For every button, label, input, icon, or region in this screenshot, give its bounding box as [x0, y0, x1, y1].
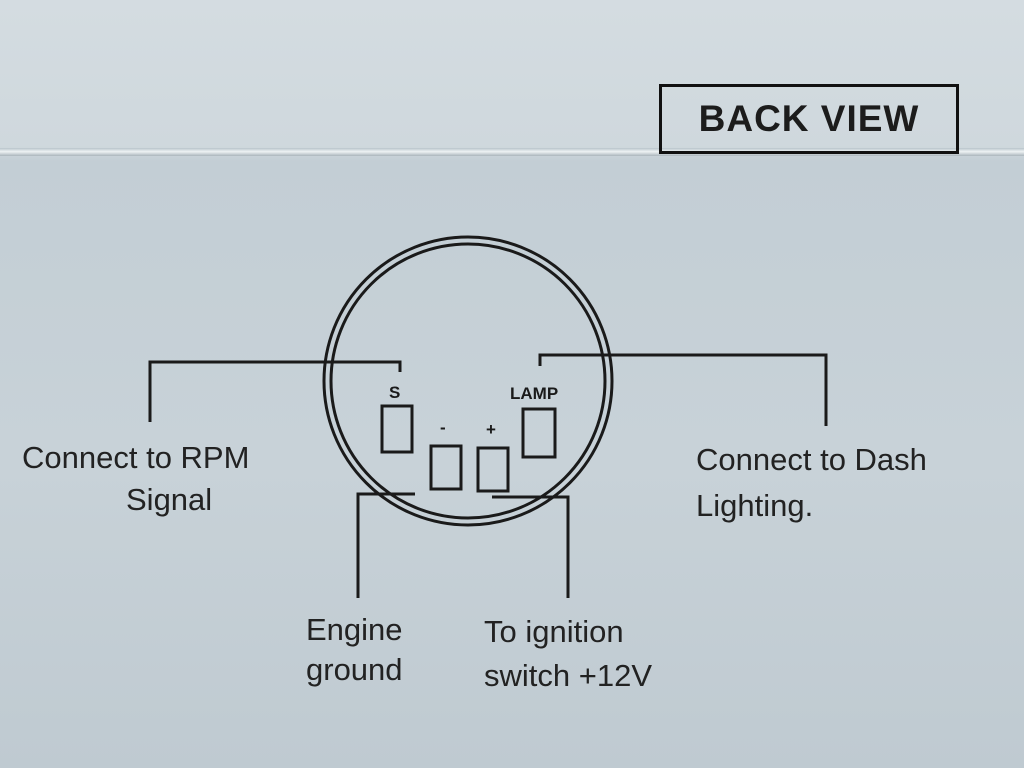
back-view-title: BACK VIEW [659, 84, 959, 154]
terminal-plus [476, 446, 510, 493]
terminal-minus [429, 444, 463, 491]
ignition-leader-line [492, 495, 570, 598]
rpm-label-line1: Connect to RPM [22, 440, 250, 475]
ground-label-line1: Engine [306, 612, 403, 647]
ground-label-line2: ground [306, 652, 403, 687]
dash-label-line1: Connect to Dash [696, 442, 927, 477]
rpm-label-line2: Signal [126, 482, 213, 517]
terminal-minus-label: - [440, 418, 446, 437]
dash-leader-line [538, 353, 828, 426]
gauge-outer-ring [322, 235, 614, 527]
gauge-inner-ring [329, 242, 607, 520]
ignition-label-line1: To ignition [484, 614, 624, 649]
ground-leader-line [356, 492, 415, 598]
ignition-label-line2: switch +12V [484, 658, 653, 693]
terminal-lamp-label: LAMP [510, 384, 559, 403]
rpm-leader-line [148, 360, 402, 422]
terminal-s [380, 404, 414, 454]
terminal-plus-label: + [486, 420, 496, 439]
paper-fold [0, 148, 1024, 156]
terminal-s-label: S [389, 383, 401, 402]
terminal-lamp [521, 407, 557, 459]
dash-label-line2: Lighting. [696, 488, 814, 523]
